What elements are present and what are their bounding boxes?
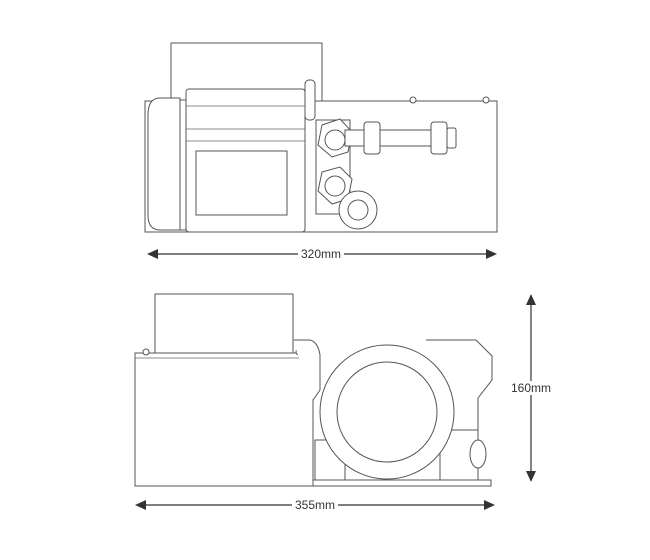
clip bbox=[304, 79, 316, 121]
base-plate bbox=[312, 479, 492, 487]
motor-inner-ring bbox=[336, 361, 438, 463]
motor-end-cap bbox=[147, 97, 181, 231]
motor-box bbox=[134, 352, 314, 487]
motor-window bbox=[195, 150, 288, 216]
motor-flange bbox=[179, 99, 187, 231]
length-dimension-label: 355mm bbox=[291, 498, 339, 512]
top-view bbox=[144, 42, 498, 233]
pipe-nut bbox=[363, 121, 381, 155]
side-view bbox=[134, 293, 493, 487]
width-dimension-label: 320mm bbox=[297, 247, 345, 261]
height-dimension-label: 160mm bbox=[507, 381, 555, 395]
bracket bbox=[293, 339, 321, 401]
pipe-nut bbox=[430, 121, 448, 155]
top-housing bbox=[154, 293, 294, 355]
